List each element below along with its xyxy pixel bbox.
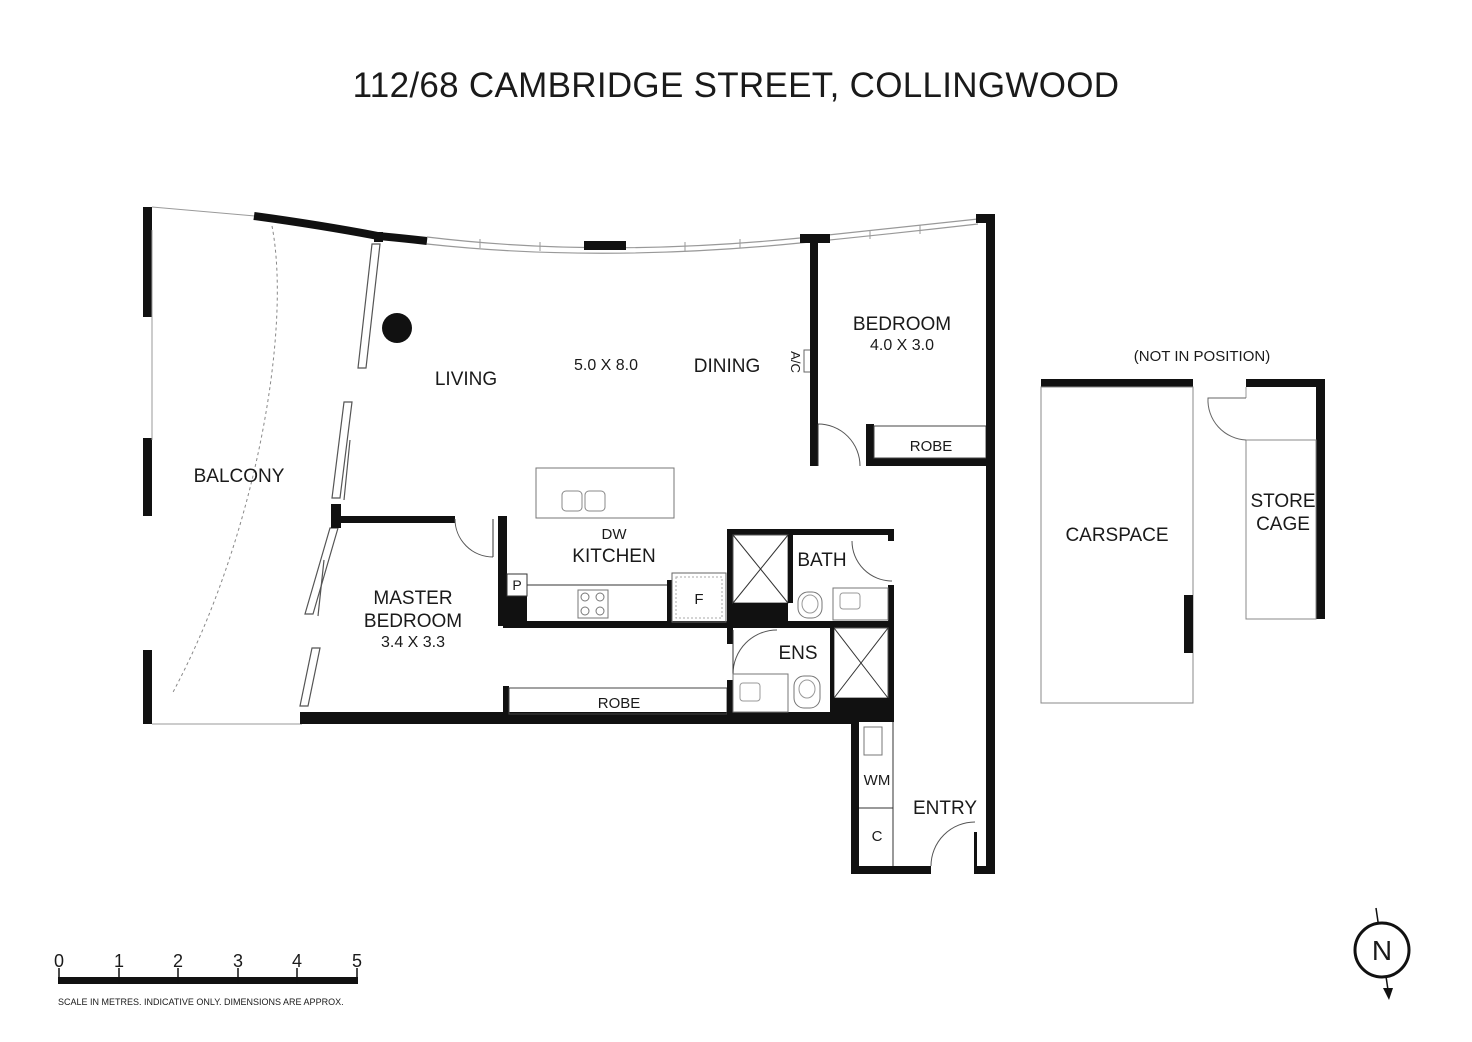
store-cage-label-line2: CAGE — [1256, 514, 1310, 535]
store-cage-label-line1: STORE — [1250, 491, 1315, 512]
entry-label: ENTRY — [913, 798, 977, 819]
carspace — [1040, 379, 1194, 704]
bedroom-robe-label: ROBE — [910, 438, 953, 455]
scale-note: SCALE IN METRES. INDICATIVE ONLY. DIMENS… — [58, 997, 344, 1007]
scale-tick-5: 5 — [352, 951, 362, 971]
master-robe-label: ROBE — [598, 695, 641, 712]
scale-bar: 0 1 2 3 4 5 SCALE IN METRES. INDICATIVE … — [54, 951, 362, 1007]
store-cage — [1207, 379, 1325, 620]
compass-letter: N — [1372, 935, 1392, 966]
washing-machine-label: WM — [864, 772, 891, 789]
scale-tick-3: 3 — [233, 951, 243, 971]
ensuite-label: ENS — [778, 643, 817, 664]
master-bedroom-label-line1: MASTER — [373, 588, 452, 609]
not-in-position-label: (NOT IN POSITION) — [1134, 348, 1270, 365]
bathroom — [727, 529, 894, 713]
master-bedroom-label-line2: BEDROOM — [364, 611, 462, 632]
scale-tick-2: 2 — [173, 951, 183, 971]
bath-label: BATH — [797, 550, 846, 571]
dishwasher-label: DW — [602, 526, 628, 543]
cupboard-label: C — [872, 828, 883, 845]
ensuite — [727, 626, 894, 722]
north-wall — [253, 212, 994, 254]
bedroom — [810, 214, 995, 874]
entry — [851, 718, 995, 874]
north-compass-icon: N — [1353, 907, 1411, 1000]
pantry-label: P — [512, 577, 521, 593]
master-bedroom-dimensions: 3.4 X 3.3 — [381, 634, 445, 651]
master-bedroom — [300, 516, 852, 724]
kitchen — [503, 572, 893, 628]
bedroom-dimensions: 4.0 X 3.0 — [870, 337, 934, 354]
balcony-label: BALCONY — [194, 466, 285, 487]
kitchen-island — [535, 467, 675, 519]
plan-title: 112/68 CAMBRIDGE STREET, COLLINGWOOD — [352, 66, 1120, 105]
dining-label: DINING — [694, 356, 761, 377]
bedroom-label: BEDROOM — [853, 314, 951, 335]
fridge-label: F — [694, 591, 703, 608]
scale-tick-1: 1 — [114, 951, 124, 971]
scale-tick-0: 0 — [54, 951, 64, 971]
column-post — [382, 313, 412, 343]
living-label: LIVING — [435, 369, 497, 390]
balcony-area — [143, 206, 302, 725]
carspace-label: CARSPACE — [1065, 525, 1168, 546]
ac-label: A/C — [788, 351, 803, 373]
living-dining-dimensions: 5.0 X 8.0 — [574, 357, 638, 374]
scale-tick-4: 4 — [292, 951, 302, 971]
kitchen-label: KITCHEN — [572, 546, 655, 567]
living-dining — [299, 232, 813, 707]
